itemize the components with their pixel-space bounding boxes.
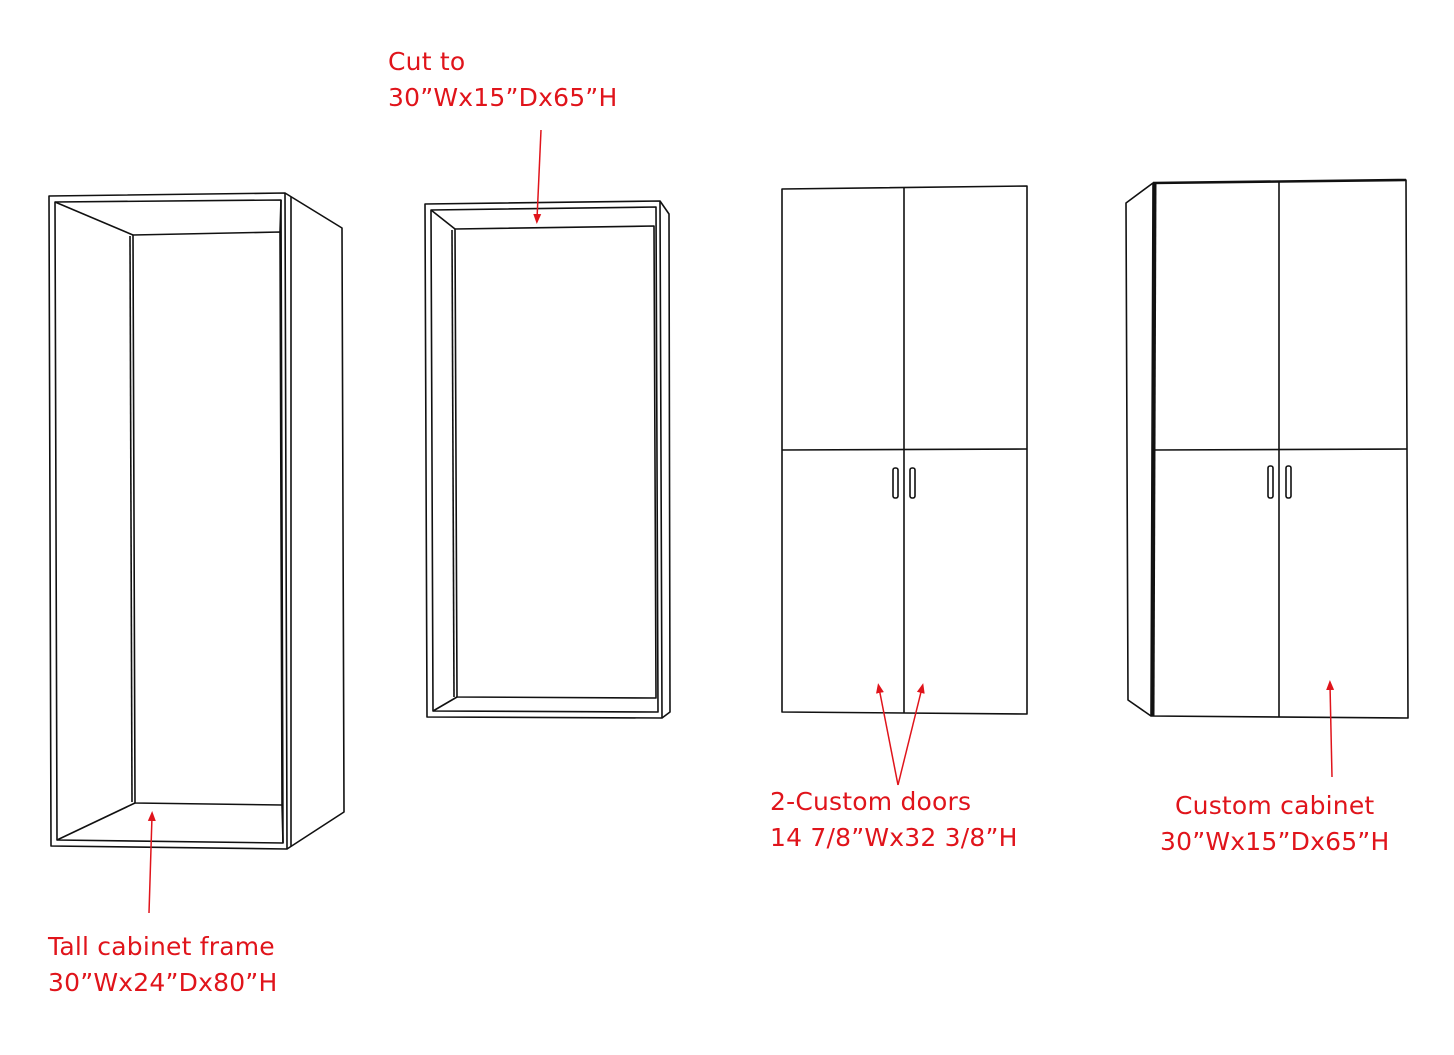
- frame-depth-top-right: [280, 200, 281, 232]
- cut-back-panel: [455, 226, 656, 698]
- annotation-doors-line2: 14 7/8”Wx32 3/8”H: [770, 823, 1018, 852]
- frame-depth-bottom-right: [282, 805, 283, 843]
- annotation-frame-line1: Tall cabinet frame: [48, 932, 275, 961]
- arrow-cut: [533, 130, 541, 224]
- custom-handle-left: [1268, 466, 1273, 498]
- arrow-custom: [1326, 680, 1335, 777]
- annotation-arrows: [147, 130, 1335, 913]
- cut-inner-left-edge: [452, 230, 454, 697]
- cut-front-inner: [431, 207, 658, 712]
- frame-back-panel: [133, 232, 282, 805]
- custom-side-panel: [1126, 183, 1153, 716]
- arrow-doors-right: [898, 683, 925, 785]
- cut-depth-bottom-left: [433, 697, 457, 711]
- annotation-frame-line2: 30”Wx24”Dx80”H: [48, 968, 278, 997]
- custom-handle-right: [1286, 466, 1291, 498]
- door-handle-left: [893, 468, 898, 498]
- frame-front-inner: [55, 200, 283, 843]
- cut-front-outer: [425, 201, 662, 718]
- annotation-cut: Cut to 30”Wx15”Dx65”H: [388, 44, 617, 116]
- annotation-doors: 2-Custom doors 14 7/8”Wx32 3/8”H: [770, 784, 1018, 856]
- custom-horizontal-split: [1153, 449, 1407, 450]
- frame-front-outer: [49, 193, 287, 849]
- frame-inner-left-edge: [130, 236, 132, 802]
- arrow-doors-left: [876, 683, 898, 785]
- custom-cabinet: [1126, 180, 1408, 718]
- annotation-frame: Tall cabinet frame 30”Wx24”Dx80”H: [48, 929, 277, 1001]
- tall-cabinet-frame: [49, 193, 344, 849]
- door-handle-right: [910, 468, 915, 498]
- cut-cabinet-frame: [425, 201, 670, 718]
- frame-side-panel: [285, 193, 344, 849]
- cut-depth-top-left: [431, 210, 455, 229]
- custom-doors: [782, 186, 1027, 714]
- annotation-custom-line1: Custom cabinet: [1175, 791, 1375, 820]
- cut-side-panel: [660, 201, 670, 718]
- frame-depth-bottom-left: [57, 803, 135, 840]
- custom-top-edge-thick: [1153, 180, 1406, 183]
- annotation-cut-line2: 30”Wx15”Dx65”H: [388, 83, 618, 112]
- annotation-custom-line2: 30”Wx15”Dx65”H: [1160, 827, 1390, 856]
- arrow-frame: [147, 811, 156, 913]
- annotation-cut-line1: Cut to: [388, 47, 466, 76]
- doors-horizontal-split: [782, 449, 1027, 450]
- annotation-doors-line1: 2-Custom doors: [770, 787, 972, 816]
- frame-depth-top-left: [55, 202, 133, 235]
- annotation-custom: Custom cabinet 30”Wx15”Dx65”H: [1160, 788, 1389, 860]
- doors-outline: [782, 186, 1027, 714]
